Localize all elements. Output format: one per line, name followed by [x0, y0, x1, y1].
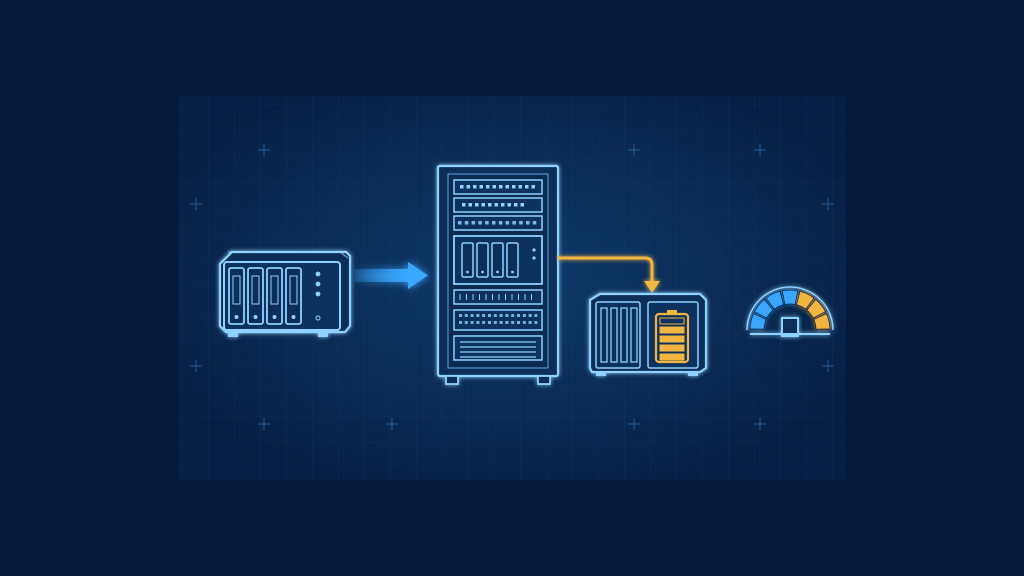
crosshair-marker: [822, 198, 834, 210]
connection-nas-to-rack: [354, 262, 428, 289]
crosshair-markers: [190, 144, 834, 430]
crosshair-marker: [258, 418, 270, 430]
gauge-segment: [813, 313, 831, 330]
rack-drive-bay: [506, 242, 519, 278]
performance-gauge-icon: [746, 286, 834, 337]
rack-vent-panel: [453, 335, 543, 361]
gauge-segment: [749, 313, 767, 330]
rack-drive-bay: [491, 242, 504, 278]
battery-segment: [659, 344, 685, 352]
rack-ports: [453, 215, 543, 231]
crosshair-marker: [386, 418, 398, 430]
rack-server: [453, 309, 543, 331]
status-led: [315, 291, 321, 297]
status-led: [315, 281, 321, 287]
battery-segment: [659, 335, 685, 343]
drive-led: [272, 315, 277, 319]
gauge-segment: [753, 298, 774, 319]
crosshair-marker: [754, 144, 766, 156]
crosshair-marker: [754, 418, 766, 430]
drive-led: [253, 315, 258, 319]
power-button: [315, 315, 321, 321]
battery-segment: [659, 326, 685, 334]
crosshair-marker: [190, 360, 202, 372]
gauge-segment: [781, 289, 799, 305]
ups-battery-icon: [588, 292, 708, 376]
nas-enclosure-icon: [218, 250, 352, 337]
crosshair-marker: [190, 198, 202, 210]
status-led: [315, 271, 321, 277]
rack-drive-bay: [461, 242, 474, 278]
gauge-outline: [746, 286, 834, 331]
server-rack-icon: [436, 164, 560, 385]
rack-switch: [453, 179, 543, 195]
ups-vent-slot: [610, 307, 618, 363]
crosshair-marker: [258, 144, 270, 156]
drive-led: [234, 315, 239, 319]
gauge-segment: [795, 290, 815, 310]
ups-vent-slot: [620, 307, 628, 363]
crosshair-marker: [628, 418, 640, 430]
drive-led: [291, 315, 296, 319]
crosshair-marker: [628, 144, 640, 156]
battery-segment: [659, 317, 685, 325]
ups-vent-slot: [630, 307, 638, 363]
rack-server: [453, 289, 543, 305]
gauge-segment: [765, 290, 785, 310]
gauge-segment: [806, 298, 827, 319]
ups-vent-slot: [600, 307, 608, 363]
crosshair-marker: [822, 360, 834, 372]
connection-rack-to-ups: [558, 256, 660, 293]
rack-drive-bay: [476, 242, 489, 278]
battery-segment: [659, 353, 685, 361]
